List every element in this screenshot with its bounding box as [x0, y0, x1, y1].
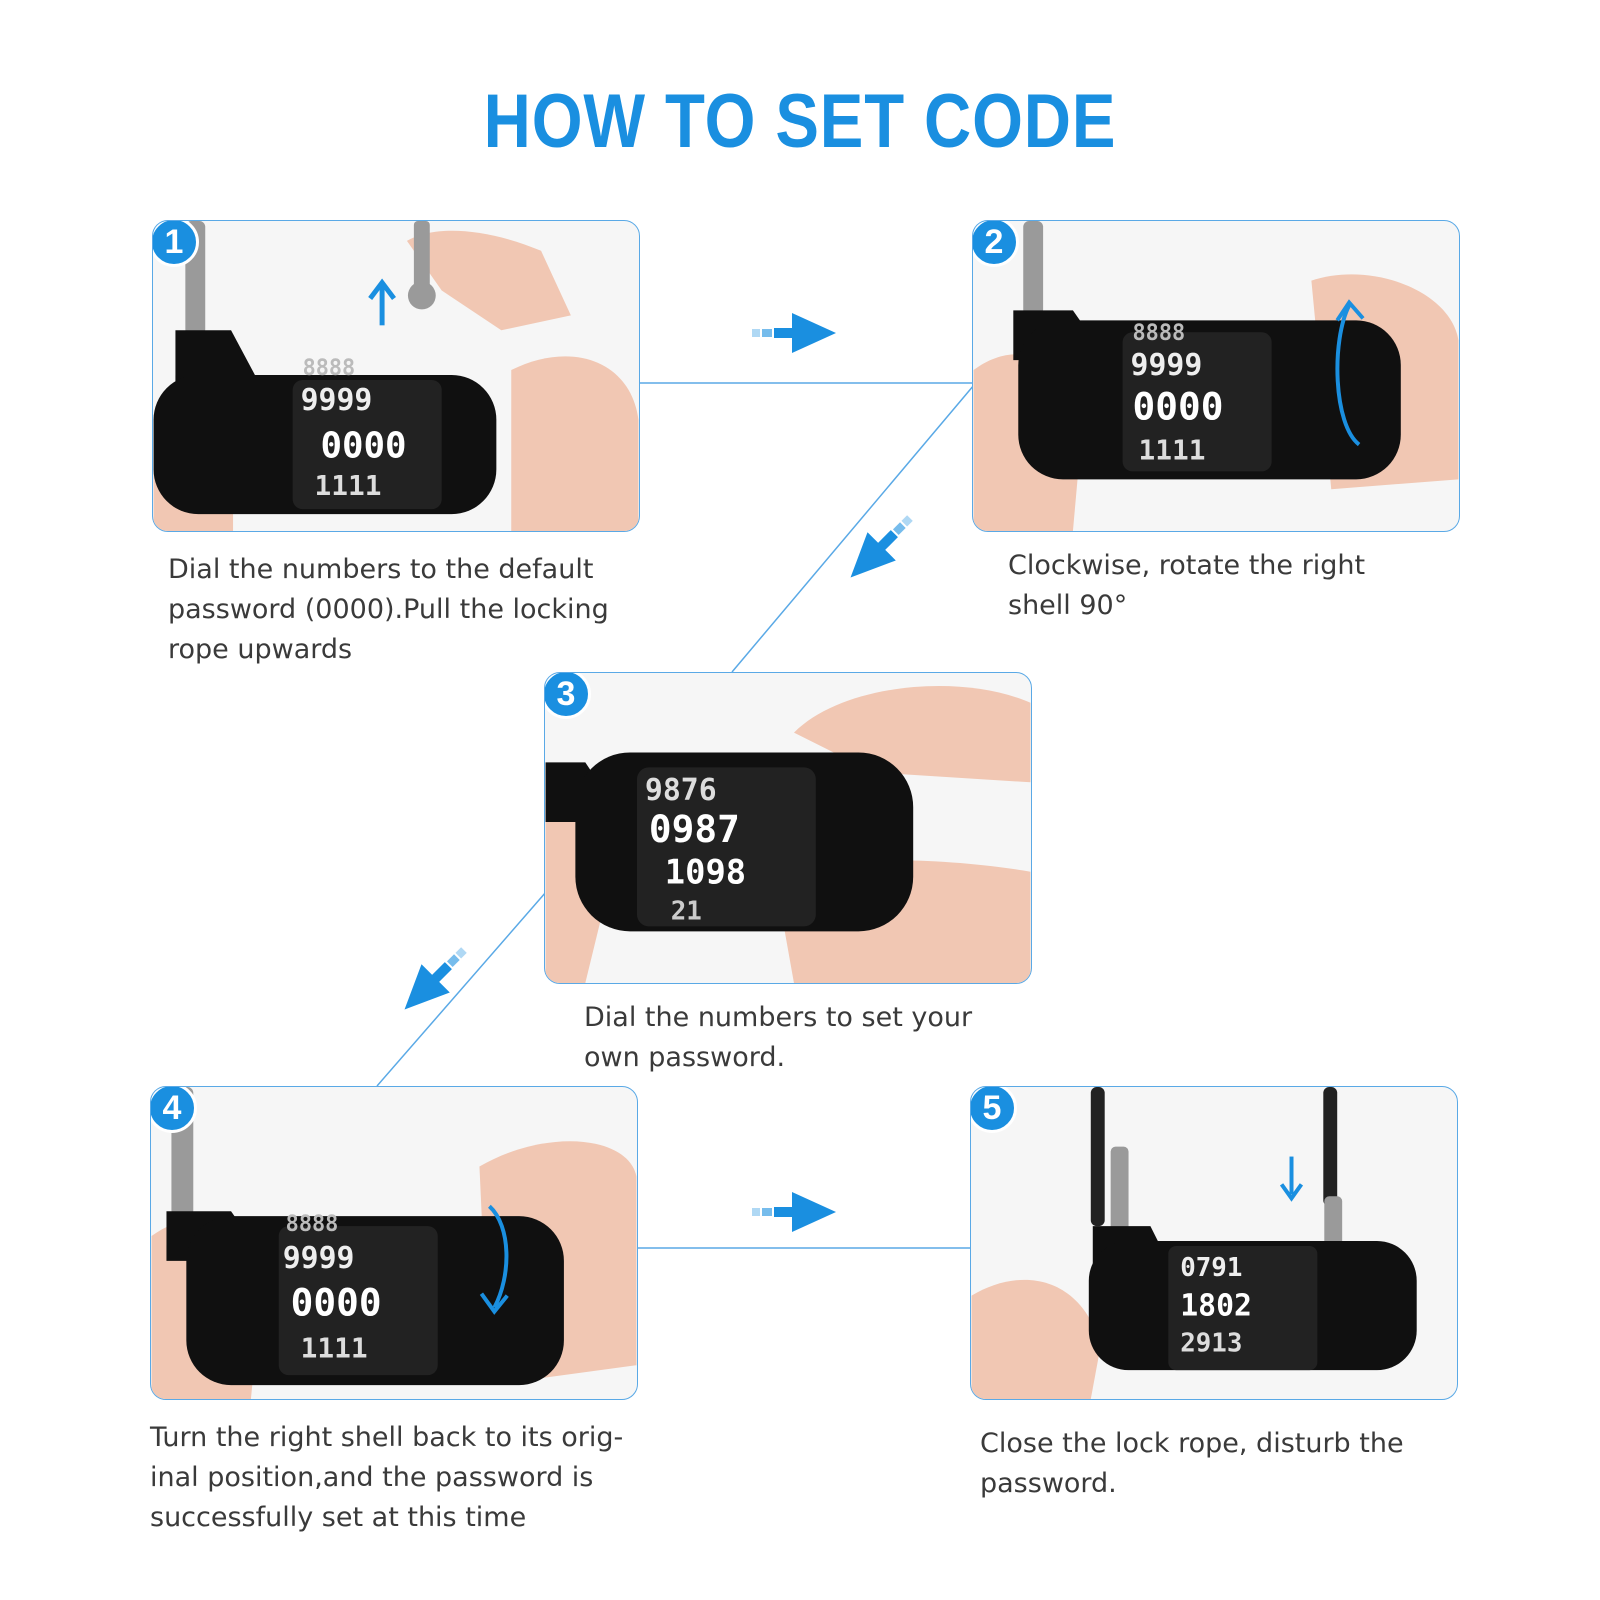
dial-row: 9999: [301, 383, 373, 418]
dial-row: 0987: [649, 807, 740, 851]
rotate-clockwise-icon: [1335, 299, 1365, 447]
caption-line: inal position,and the password is: [150, 1462, 594, 1493]
lock-photo: 8888 9999 0000 1111: [973, 221, 1459, 531]
caption-line: Dial the numbers to set your: [584, 1002, 973, 1033]
arrow-up-icon: [368, 278, 396, 326]
step-3-caption: Dial the numbers to set your own passwor…: [584, 998, 1024, 1078]
lock-photo: 8888 9999 0000 1111: [153, 221, 639, 531]
step-3-photo: 9876 0987 1098 21 3: [544, 672, 1032, 984]
arrow-down-left-icon: [850, 515, 913, 578]
dial-row: 0000: [320, 425, 406, 466]
connector-line-3-4: [376, 891, 547, 1087]
arrow-right-icon: [752, 313, 836, 353]
dial-row: 9999: [1131, 348, 1203, 383]
lock-photo: 9876 0987 1098 21: [545, 686, 1031, 983]
lock-photo: 0791 1802 2913: [971, 1087, 1417, 1399]
dial-row: 21: [671, 896, 702, 926]
caption-line: password.: [980, 1468, 1117, 1499]
caption-line: shell 90°: [1008, 590, 1128, 621]
caption-line: Turn the right shell back to its orig-: [150, 1422, 624, 1453]
dial-row: 8888: [286, 1212, 339, 1237]
step-5-photo: 0791 1802 2913 5: [970, 1086, 1458, 1400]
step-number-badge: 5: [971, 1087, 1017, 1133]
connector-line-2-3: [731, 384, 975, 673]
caption-line: Close the lock rope, disturb the: [980, 1428, 1404, 1459]
dial-row: 8888: [303, 356, 356, 381]
caption-line: rope upwards: [168, 634, 353, 665]
dial-row: 1111: [315, 469, 382, 502]
step-1-caption: Dial the numbers to the default password…: [168, 550, 638, 670]
step-number-badge: 1: [153, 221, 199, 267]
arrow-down-left-icon: [404, 947, 467, 1010]
arrow-down-icon: [1279, 1156, 1304, 1202]
rotate-counterclockwise-icon: [479, 1204, 509, 1315]
caption-line: password (0000).Pull the locking: [168, 594, 609, 625]
dial-row: 1098: [665, 853, 746, 892]
step-4-photo: 8888 9999 0000 1111 4: [150, 1086, 638, 1400]
step-1-photo: 8888 9999 0000 1111 1: [152, 220, 640, 532]
step-4-caption: Turn the right shell back to its orig- i…: [150, 1418, 640, 1538]
caption-line: Clockwise, rotate the right: [1008, 550, 1366, 581]
dial-row: 1802: [1180, 1289, 1252, 1324]
dial-row: 2913: [1180, 1328, 1242, 1358]
dial-row: 8888: [1133, 321, 1186, 346]
caption-line: Dial the numbers to the default: [168, 554, 594, 585]
dial-row: 9999: [283, 1241, 355, 1276]
step-number-badge: 2: [973, 221, 1019, 267]
step-2-caption: Clockwise, rotate the right shell 90°: [1008, 546, 1468, 626]
caption-line: successfully set at this time: [150, 1502, 527, 1533]
dial-row: 1111: [1139, 433, 1206, 466]
dial-row: 0791: [1180, 1253, 1242, 1283]
lock-photo: 8888 9999 0000 1111: [151, 1087, 637, 1399]
step-number-badge: 4: [151, 1087, 197, 1133]
dial-row: 0000: [291, 1281, 382, 1325]
caption-line: own password.: [584, 1042, 786, 1073]
dial-row: 9876: [645, 773, 717, 808]
dial-row: 1111: [301, 1331, 368, 1364]
step-2-photo: 8888 9999 0000 1111 2: [972, 220, 1460, 532]
step-5-caption: Close the lock rope, disturb the passwor…: [980, 1424, 1460, 1504]
arrow-right-icon: [752, 1192, 836, 1232]
dial-row: 0000: [1133, 385, 1224, 429]
step-number-badge: 3: [545, 673, 591, 719]
page-title: HOW TO SET CODE: [483, 79, 1117, 164]
